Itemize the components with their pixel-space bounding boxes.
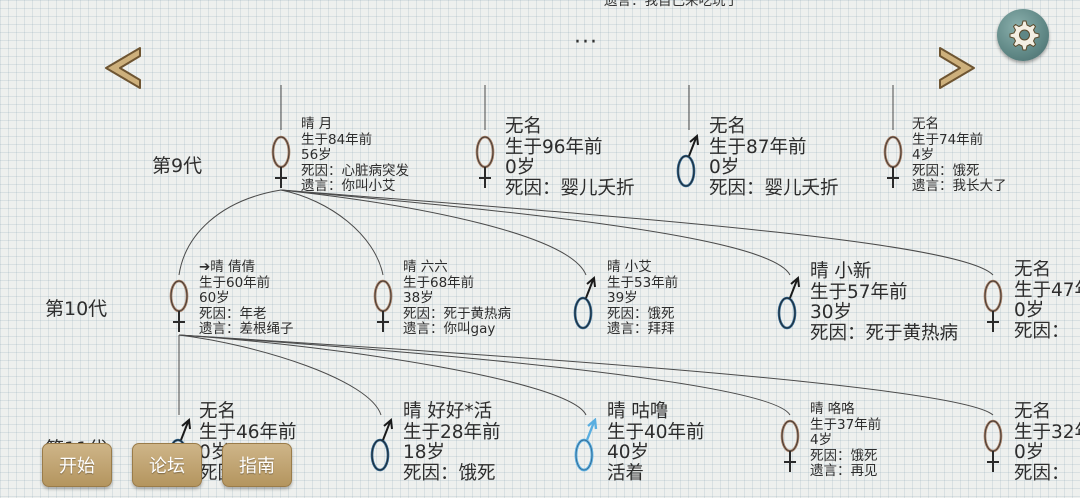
person-birth: 生于84年前 bbox=[301, 131, 373, 148]
person-birth: 生于60年前 bbox=[199, 274, 271, 291]
male-symbol-icon bbox=[775, 276, 805, 332]
person-name: 晴 六六 bbox=[403, 259, 448, 275]
person-last-words: 遗言：差根绳子 bbox=[199, 321, 294, 338]
person-last-words: 遗言：我长大了 bbox=[912, 178, 1007, 195]
person-age: 39岁 bbox=[607, 290, 638, 307]
person-cause-of-death: 死因：饿死 bbox=[607, 305, 675, 322]
gear-icon bbox=[1009, 20, 1040, 51]
person-birth: 生于57年前 bbox=[810, 281, 908, 303]
person-name: 无名 bbox=[709, 116, 747, 137]
female-symbol-icon bbox=[882, 134, 904, 190]
person-name: 晴 小新 bbox=[810, 261, 872, 282]
person-cause-of-death: 死因：死于黄热病 bbox=[810, 323, 959, 345]
person-cause-of-death: 死因：心脏病突发 bbox=[301, 162, 409, 179]
person-birth: 生于40年前 bbox=[607, 421, 705, 443]
person-last-words: 遗言：拜拜 bbox=[607, 321, 675, 338]
guide-button[interactable]: 指南 bbox=[222, 443, 292, 487]
person-cause-of-death: 死因： bbox=[1014, 463, 1070, 485]
person-age: 0岁 bbox=[709, 157, 740, 179]
person-birth: 生于74年前 bbox=[912, 131, 984, 148]
person-name: 无名 bbox=[1014, 402, 1052, 422]
person-age: 40岁 bbox=[607, 442, 650, 464]
person-name: 晴 好好*活 bbox=[403, 401, 493, 422]
person-cause-of-death: 死因：死于黄热病 bbox=[403, 305, 511, 322]
person-birth: 生于96年前 bbox=[505, 136, 603, 158]
more-ancestors-indicator[interactable]: ··· bbox=[574, 30, 598, 55]
person-status: 活着 bbox=[607, 463, 645, 485]
male-symbol-icon bbox=[368, 418, 398, 474]
person-age: 30岁 bbox=[810, 302, 853, 324]
male-symbol-icon bbox=[674, 134, 704, 190]
female-symbol-icon bbox=[372, 278, 394, 334]
person-name: 无名 bbox=[199, 401, 237, 422]
start-button[interactable]: 开始 bbox=[42, 443, 112, 487]
cut-off-last-words: 遗言：我自己来吃玩了 bbox=[604, 0, 739, 9]
person-birth: 生于47年前 bbox=[1014, 279, 1080, 301]
person-cause-of-death: 死因：饿死 bbox=[810, 447, 878, 464]
female-symbol-icon bbox=[779, 418, 801, 474]
person-age: 60岁 bbox=[199, 290, 230, 307]
person-name: 晴 咕噜 bbox=[607, 401, 669, 422]
female-symbol-icon bbox=[982, 278, 1004, 334]
settings-button[interactable] bbox=[997, 9, 1049, 61]
person-age: 4岁 bbox=[810, 432, 833, 449]
person-name: 无名 bbox=[505, 116, 543, 137]
person-cause-of-death: 死因：婴儿夭折 bbox=[505, 178, 635, 200]
person-birth: 生于37年前 bbox=[810, 416, 882, 433]
person-name: 无名 bbox=[912, 116, 939, 132]
person-age: 38岁 bbox=[403, 290, 434, 307]
person-age: 0岁 bbox=[505, 157, 536, 179]
person-last-words: 遗言：再见 bbox=[810, 463, 878, 480]
person-birth: 生于28年前 bbox=[403, 421, 501, 443]
person-last-words: 遗言：你叫gay bbox=[403, 321, 496, 338]
person-age: 56岁 bbox=[301, 147, 332, 164]
person-cause-of-death: 死因：婴儿夭折 bbox=[709, 178, 839, 200]
person-last-words: 遗言：你叫小艾 bbox=[301, 178, 396, 195]
person-name: 晴 小艾 bbox=[607, 259, 652, 275]
person-name: 晴 咯咯 bbox=[810, 401, 855, 417]
generation-label-10: 第10代 bbox=[45, 298, 108, 320]
person-name: ➔晴 倩倩 bbox=[199, 259, 256, 275]
next-arrow-button[interactable] bbox=[934, 44, 982, 96]
person-birth: 生于68年前 bbox=[403, 274, 475, 291]
female-symbol-icon bbox=[982, 418, 1004, 474]
person-name: 晴 月 bbox=[301, 116, 333, 132]
chevron-right-icon bbox=[939, 47, 975, 89]
female-symbol-icon bbox=[168, 278, 190, 334]
person-age: 0岁 bbox=[199, 442, 230, 464]
person-age: 0岁 bbox=[1014, 442, 1045, 464]
person-age: 4岁 bbox=[912, 147, 935, 164]
person-cause-of-death: 死因： bbox=[1014, 321, 1070, 343]
female-symbol-icon bbox=[474, 134, 496, 190]
generation-label-9: 第9代 bbox=[152, 155, 203, 177]
person-age: 18岁 bbox=[403, 442, 446, 464]
person-cause-of-death: 死因：饿死 bbox=[403, 463, 496, 485]
person-birth: 生于53年前 bbox=[607, 274, 679, 291]
male-symbol-icon bbox=[572, 418, 602, 474]
person-birth: 生于46年前 bbox=[199, 421, 297, 443]
prev-arrow-button[interactable] bbox=[98, 44, 146, 96]
person-age: 0岁 bbox=[1014, 300, 1045, 322]
male-symbol-icon bbox=[571, 276, 601, 332]
person-cause-of-death: 死因：年老 bbox=[199, 305, 267, 322]
person-cause-of-death: 死因：饿死 bbox=[912, 162, 980, 179]
person-name: 无名 bbox=[1014, 260, 1052, 280]
female-symbol-icon bbox=[270, 134, 292, 190]
person-birth: 生于32年前 bbox=[1014, 421, 1080, 443]
forum-button[interactable]: 论坛 bbox=[132, 443, 202, 487]
chevron-left-icon bbox=[105, 47, 141, 89]
person-birth: 生于87年前 bbox=[709, 136, 807, 158]
